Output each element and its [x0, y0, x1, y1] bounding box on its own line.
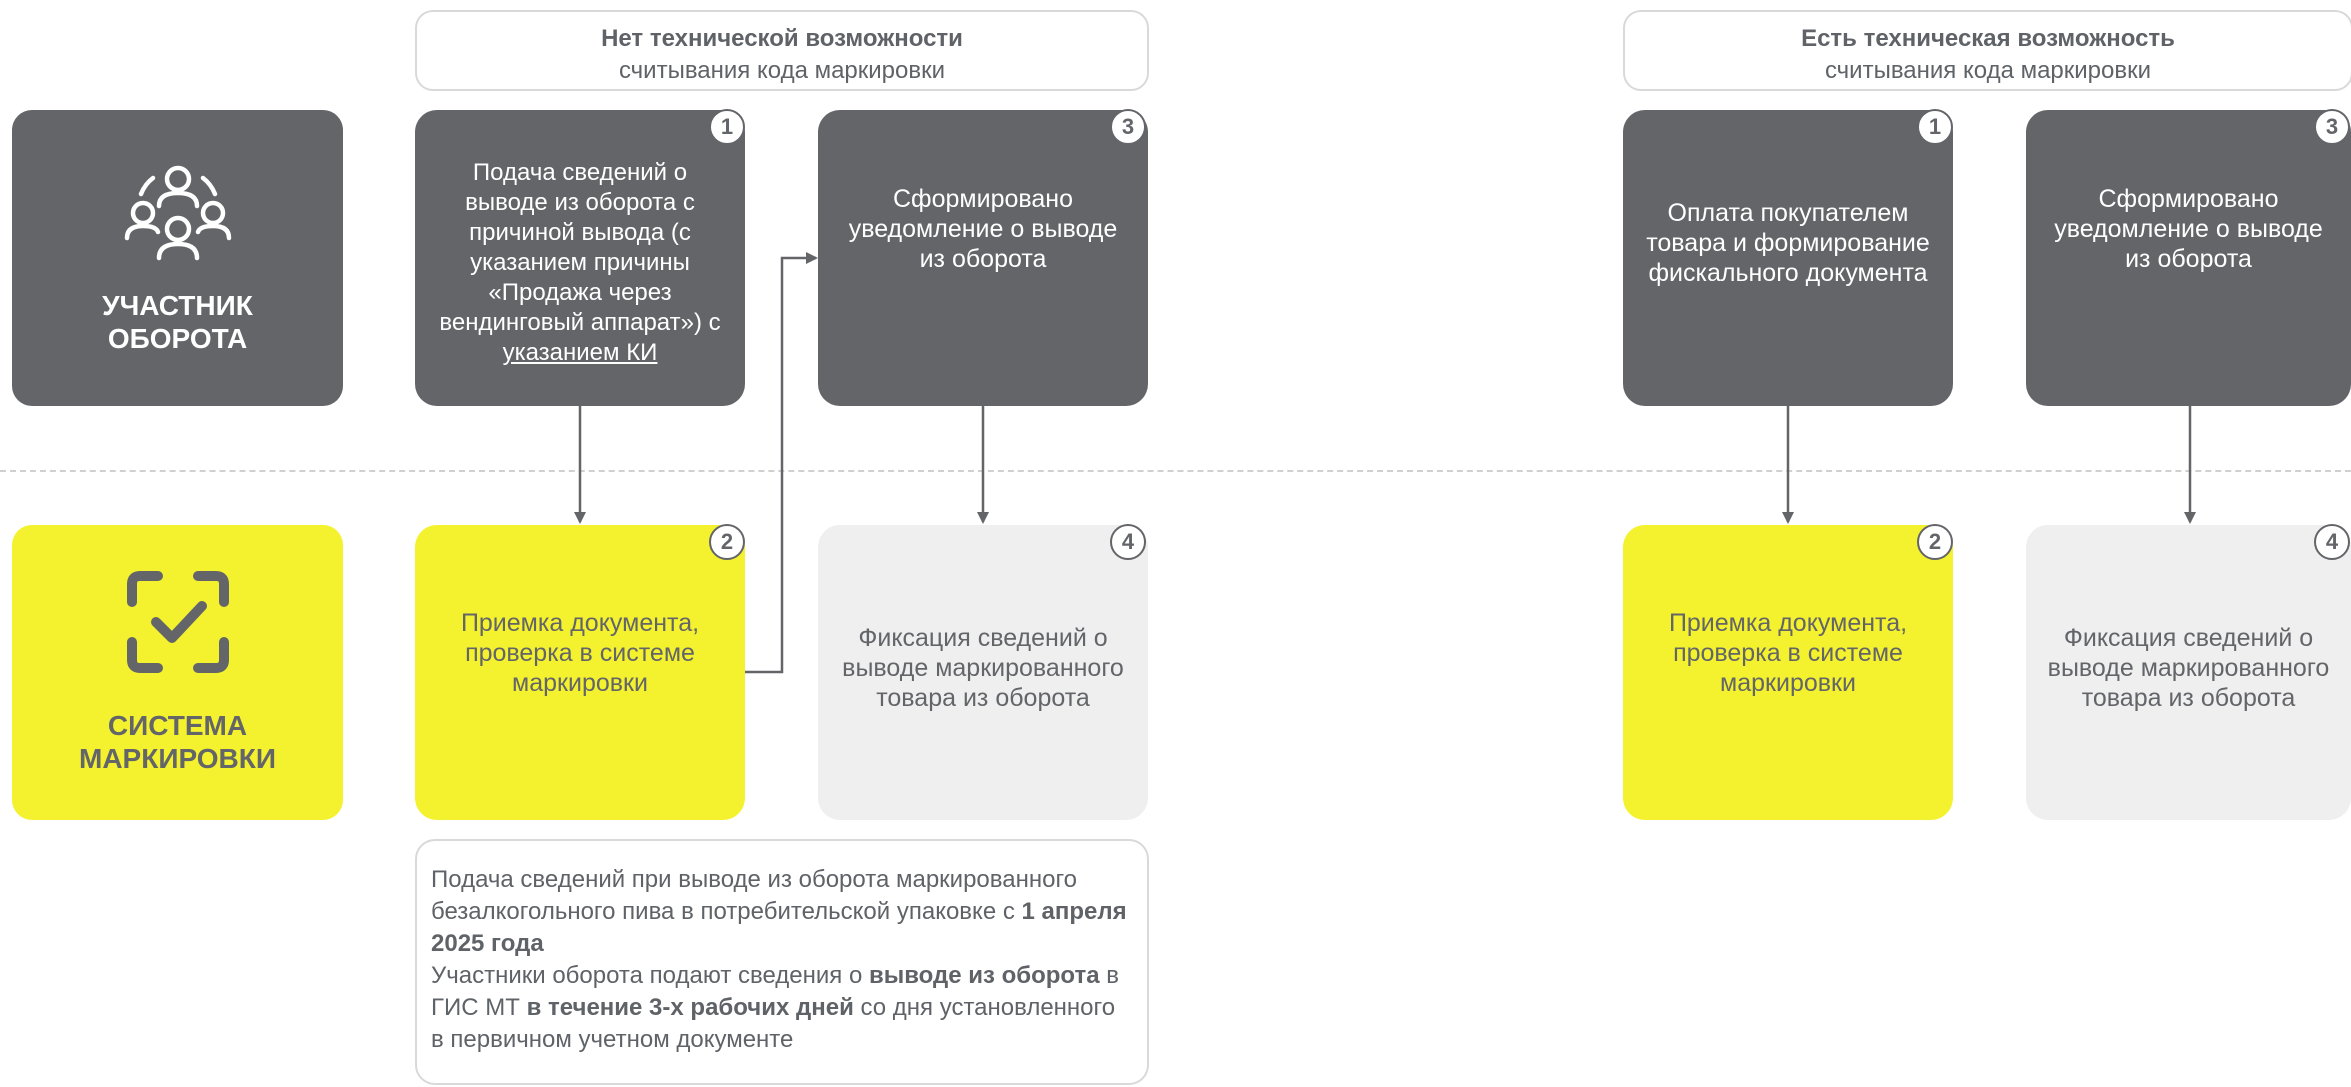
- info-note: Подача сведений при выводе из оборота ма…: [415, 839, 1149, 1085]
- system-label: СИСТЕМА МАРКИРОВКИ: [79, 710, 276, 774]
- right-step-4-number: 4: [2314, 524, 2350, 560]
- left-step-3-card: Сформировано уведомление о выводе из обо…: [818, 110, 1148, 406]
- role-system: СИСТЕМА МАРКИРОВКИ: [12, 525, 343, 820]
- left-step-4-number: 4: [1110, 524, 1146, 560]
- left-step-3-number: 3: [1110, 109, 1146, 145]
- left-step-4-card: Фиксация сведений о выводе маркированног…: [818, 525, 1148, 820]
- right-step-3-number: 3: [2314, 109, 2350, 145]
- left-header-subtitle: считывания кода маркировки: [618, 57, 946, 84]
- left-step-3-text: Сформировано уведомление о выводе из обо…: [848, 185, 1118, 273]
- participant-label: УЧАСТНИК ОБОРОТА: [102, 289, 253, 354]
- right-step-2-card: Приемка документа, проверка в системе ма…: [1623, 525, 1953, 820]
- left-step-2-card: Приемка документа, проверка в системе ма…: [415, 525, 745, 820]
- right-step-3-card: Сформировано уведомление о выводе из обо…: [2026, 110, 2351, 406]
- left-step-2-number: 2: [709, 524, 745, 560]
- right-column-header: Есть техническая возможность считывания …: [1623, 10, 2351, 91]
- left-step-2-text: Приемка документа, проверка в системе ма…: [460, 608, 700, 697]
- right-step-1-card: Оплата покупателем товара и формирование…: [1623, 110, 1953, 406]
- right-header-subtitle: считывания кода маркировки: [1824, 57, 2152, 84]
- right-step-2-number: 2: [1917, 524, 1953, 560]
- role-participant: УЧАСТНИК ОБОРОТА: [12, 110, 343, 406]
- arrow-left-2-to-3: [745, 252, 818, 674]
- right-step-3-text: Сформировано уведомление о выводе из обо…: [2054, 185, 2323, 273]
- left-step-1-number: 1: [709, 109, 745, 145]
- left-step-4-text: Фиксация сведений о выводе маркированног…: [842, 623, 1124, 712]
- right-step-1-number: 1: [1917, 109, 1953, 145]
- lane-divider: [0, 470, 2351, 472]
- left-step-1-card: Подача сведений о выводе из оборота с пр…: [415, 110, 745, 406]
- scan-check-icon: [126, 570, 230, 679]
- left-header-title: Нет технической возможности: [601, 25, 963, 52]
- left-column-header: Нет технической возможности считывания к…: [415, 10, 1149, 91]
- left-step-1-link[interactable]: указанием КИ: [502, 339, 658, 366]
- left-step-1-text: Подача сведений о выводе из оборота с пр…: [439, 159, 721, 366]
- people-group-icon: [123, 162, 233, 271]
- right-step-4-text: Фиксация сведений о выводе маркированног…: [2047, 623, 2330, 712]
- right-step-2-text: Приемка документа, проверка в системе ма…: [1668, 608, 1908, 697]
- right-header-title: Есть техническая возможность: [1801, 25, 2175, 52]
- right-step-1-text: Оплата покупателем товара и формирование…: [1646, 199, 1930, 287]
- right-step-4-card: Фиксация сведений о выводе маркированног…: [2026, 525, 2351, 820]
